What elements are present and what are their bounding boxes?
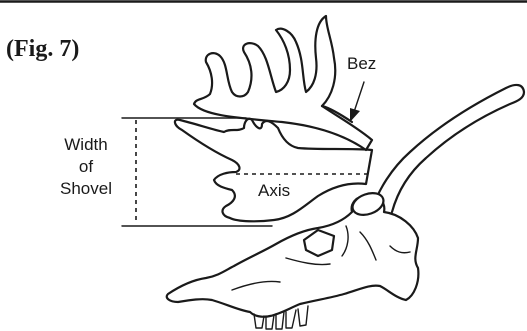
shovel [175, 119, 372, 222]
axis-label: Axis [258, 181, 290, 200]
main-beam [372, 85, 524, 212]
bez-arrow-head [350, 108, 360, 122]
width-label-line1: Width [64, 135, 107, 154]
bez-tine [322, 106, 352, 122]
upper-palm [194, 16, 372, 150]
width-label-line2: of [79, 157, 93, 176]
figure-label: (Fig. 7) [6, 36, 79, 62]
width-label-line3: Shovel [60, 179, 112, 198]
bez-arrow-shaft [354, 82, 364, 112]
bez-label: Bez [347, 54, 376, 73]
